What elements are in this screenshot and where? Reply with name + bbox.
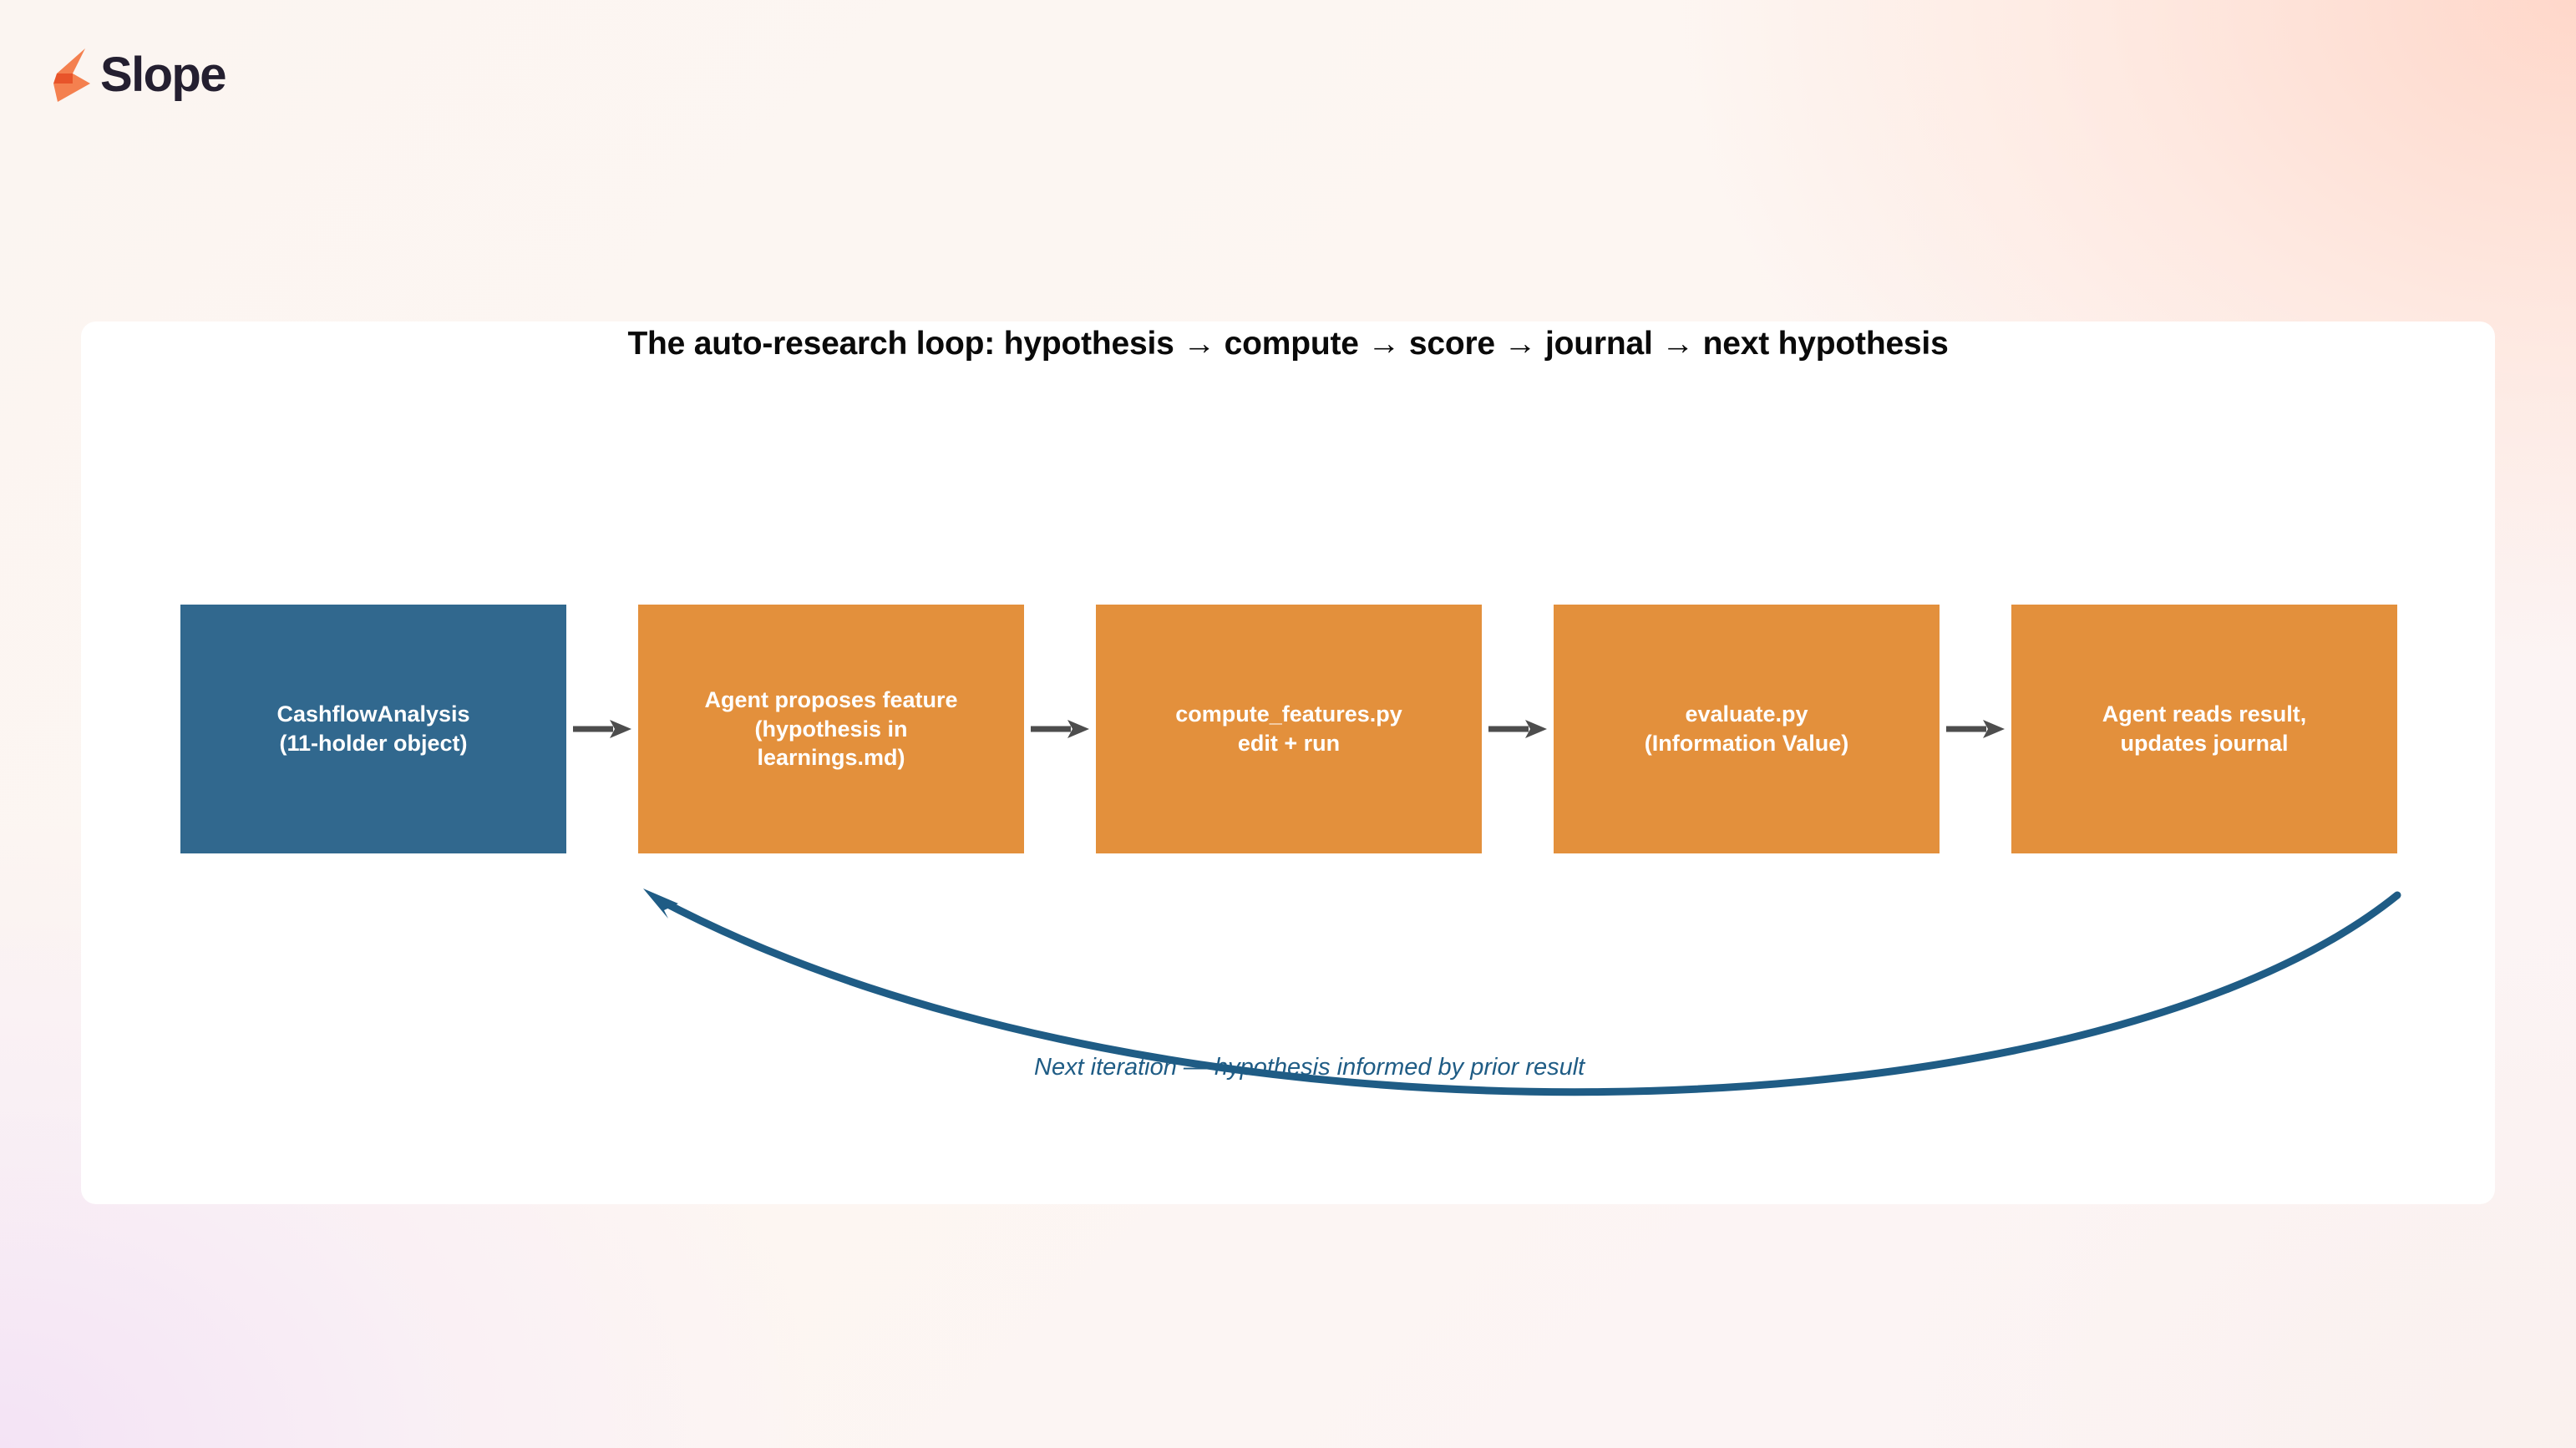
connector-3 — [1482, 604, 1554, 854]
connector-1 — [566, 604, 638, 854]
arrow-right-icon — [1946, 720, 2005, 738]
arrow-right-icon — [1488, 720, 1547, 738]
lightning-bolt-icon — [53, 48, 90, 102]
connector-4 — [1940, 604, 2011, 854]
flowchart-row: CashflowAnalysis (11-holder object) Agen… — [180, 604, 2397, 854]
flow-node-evaluate[interactable]: evaluate.py (Information Value) — [1554, 605, 1940, 853]
arrow-right-icon — [573, 720, 631, 738]
feedback-loop-caption: Next iteration — hypothesis informed by … — [1034, 1054, 1585, 1081]
connector-2 — [1024, 604, 1096, 854]
flow-node-agent-proposes-feature[interactable]: Agent proposes feature (hypothesis in le… — [638, 605, 1024, 853]
brand-logo: Slope — [52, 48, 227, 102]
arrow-right-icon — [1031, 720, 1089, 738]
flow-node-cashflow-analysis[interactable]: CashflowAnalysis (11-holder object) — [180, 605, 566, 853]
flow-node-compute-features[interactable]: compute_features.py edit + run — [1096, 605, 1482, 853]
brand-wordmark: Slope — [100, 48, 227, 102]
flow-node-agent-reads-result[interactable]: Agent reads result, updates journal — [2011, 605, 2397, 853]
page-title: The auto-research loop: hypothesis → com… — [627, 326, 1949, 362]
